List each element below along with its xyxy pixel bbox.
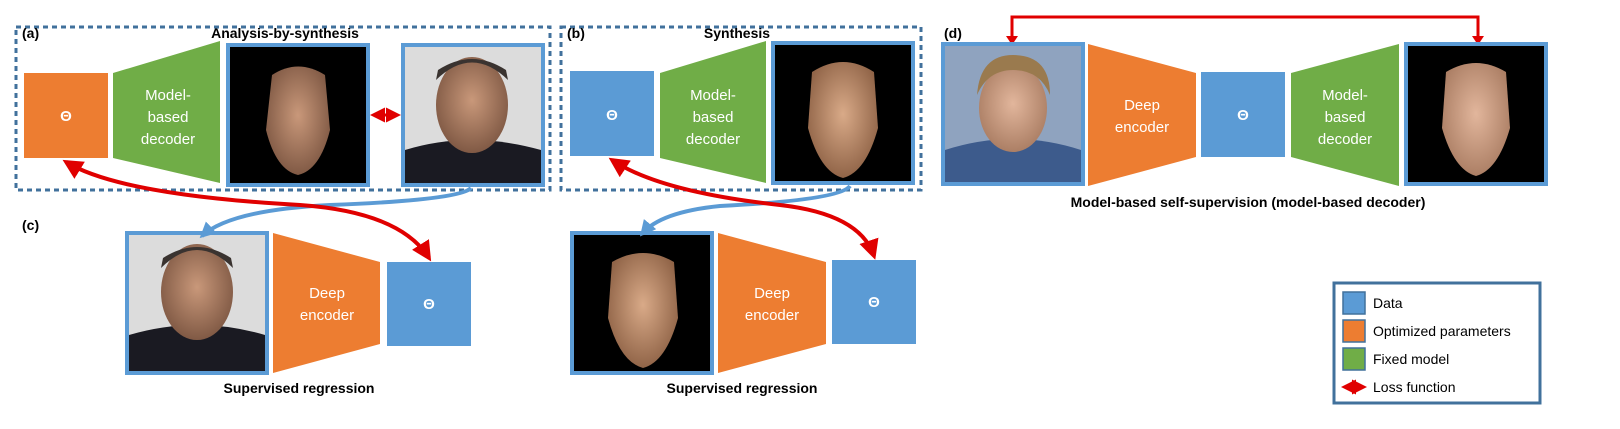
legend-swatch-fixed xyxy=(1342,347,1366,371)
panel-d-input-photo-face xyxy=(979,64,1047,152)
panel-c-left-theta-symbol: Θ xyxy=(423,296,435,313)
legend-label-data: Data xyxy=(1373,295,1403,311)
panel-a-theta-block xyxy=(24,73,108,158)
panel-c-right-rendered-face-shape xyxy=(608,253,678,368)
legend-label-optimized: Optimized parameters xyxy=(1373,323,1511,339)
flow-arrow-b-to-c xyxy=(639,184,852,237)
panel-c-left-theta-block xyxy=(387,262,471,346)
panel-d-decoder-block xyxy=(1291,44,1399,186)
panel-b-title: Synthesis xyxy=(704,25,770,41)
panel-b-rendered-face-shape xyxy=(808,62,878,178)
panel-c-right-encoder-block xyxy=(718,233,826,373)
legend-swatch-optimized xyxy=(1342,319,1366,343)
panel-a-decoder-block xyxy=(113,41,220,183)
panel-c-right-theta-symbol: Θ xyxy=(868,294,880,311)
panel-d-encoder-block xyxy=(1088,44,1196,186)
panel-b-theta-symbol: Θ xyxy=(606,107,618,124)
panel-b-decoder-block xyxy=(660,41,766,183)
panel-b-theta-block xyxy=(570,71,654,156)
panel-a-label: (a) xyxy=(22,25,39,41)
panel-d-theta-symbol: Θ xyxy=(1237,107,1249,124)
panel-c-left-caption: Supervised regression xyxy=(224,380,375,396)
legend-swatch-data xyxy=(1342,291,1366,315)
panel-a-theta-symbol: Θ xyxy=(60,108,72,125)
panel-d-input-photo-shirt xyxy=(945,139,1081,182)
panel-d-loss-arrowhead-right xyxy=(1472,36,1484,45)
panel-d-caption: Model-based self-supervision (model-base… xyxy=(1071,194,1426,210)
panel-c-right-caption: Supervised regression xyxy=(667,380,818,396)
panel-a-title: Analysis-by-synthesis xyxy=(211,25,359,41)
flow-arrow-a-to-c xyxy=(199,186,473,239)
panel-c-left-encoder-block xyxy=(273,233,380,373)
panel-d-rendered-face-shape xyxy=(1442,63,1510,176)
panel-d-input-photo-hair xyxy=(977,55,1050,95)
panel-d-loss-arrow xyxy=(1010,15,1480,40)
panel-b-label: (b) xyxy=(567,25,585,41)
legend-label-loss: Loss function xyxy=(1373,379,1456,395)
legend-label-fixed: Fixed model xyxy=(1373,351,1449,367)
panel-c-left-photo-face xyxy=(161,244,233,340)
loss-arrow-a-theta-to-c-theta xyxy=(62,159,432,262)
panel-a-rendered-face-shape xyxy=(266,66,330,175)
panel-c-right-theta-block xyxy=(832,260,916,344)
panel-c-label: (c) xyxy=(22,217,39,233)
loss-arrow-b-theta-to-c-theta xyxy=(608,157,879,260)
panel-a-photo-shirt xyxy=(405,140,541,183)
panel-d-label: (d) xyxy=(944,25,962,41)
panel-a-photo-face-shape xyxy=(436,57,508,153)
panel-a-photo-hair xyxy=(436,59,508,80)
panel-d-theta-block xyxy=(1201,72,1285,157)
panel-c-left-photo-shirt xyxy=(129,325,265,371)
panel-d-loss-arrowhead-left xyxy=(1006,36,1018,45)
legend-box xyxy=(1332,281,1542,405)
